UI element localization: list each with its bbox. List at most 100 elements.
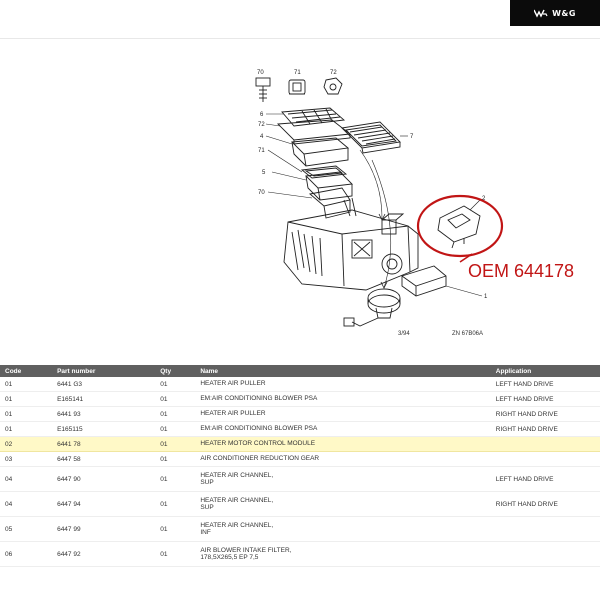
cell-qty: 01 <box>156 541 197 567</box>
exploded-parts-diagram: 70 71 72 6 72 4 71 5 70 7 2 1 <box>255 70 504 327</box>
cell-qty: 01 <box>156 516 197 542</box>
callout-70: 70 <box>258 190 265 196</box>
lower-housing-part <box>308 187 351 219</box>
cell-qty: 01 <box>156 377 197 392</box>
cell-code: 04 <box>0 466 54 492</box>
cell-application <box>491 436 600 452</box>
cell-application: RIGHT HAND DRIVE <box>491 406 600 422</box>
cell-code: 04 <box>0 491 54 517</box>
cell-application <box>491 541 600 567</box>
callout-4: 4 <box>260 134 264 140</box>
cell-application: RIGHT HAND DRIVE <box>491 421 600 437</box>
callout-7: 7 <box>410 134 414 140</box>
cell-application: LEFT HAND DRIVE <box>491 391 600 407</box>
blower-motor-part <box>343 288 401 327</box>
header-code[interactable]: Code <box>0 365 54 377</box>
cell-part-number: 6441 G3 <box>53 377 157 392</box>
diagram-date-code: 3/94 <box>398 331 410 337</box>
motor-control-module-part <box>437 205 481 249</box>
cell-code: 01 <box>0 406 54 422</box>
diagram-ref-code: ZN 67B06A <box>452 331 484 337</box>
cell-part-number: 6447 90 <box>53 466 157 492</box>
callout-71-top: 71 <box>294 70 301 76</box>
cell-part-number: E165115 <box>53 421 157 437</box>
heater-housing <box>283 197 419 291</box>
cell-application <box>491 516 600 542</box>
callout-2: 2 <box>482 196 486 202</box>
cell-name: HEATER AIR CHANNEL, SUP <box>196 491 492 517</box>
cell-application: RIGHT HAND DRIVE <box>491 491 600 517</box>
cell-part-number: E165141 <box>53 391 157 407</box>
cell-application: LEFT HAND DRIVE <box>491 466 600 492</box>
bolt-part <box>255 77 271 102</box>
clip-part <box>288 79 306 95</box>
callout-71: 71 <box>258 148 265 154</box>
callout-6: 6 <box>260 112 264 118</box>
header-name[interactable]: Name <box>196 365 492 377</box>
duct-part-top <box>291 137 350 167</box>
cell-name: HEATER AIR CHANNEL, SUP <box>196 466 492 492</box>
brand-name: W&G <box>552 8 576 18</box>
cell-part-number: 6447 92 <box>53 541 157 567</box>
cell-name: EM:AIR CONDITIONING BLOWER PSA <box>196 391 492 407</box>
cell-name: EM:AIR CONDITIONING BLOWER PSA <box>196 421 492 437</box>
cell-qty: 01 <box>156 436 197 452</box>
cell-name: HEATER MOTOR CONTROL MODULE <box>196 436 492 452</box>
top-bar: W&G <box>0 0 600 26</box>
cell-code: 05 <box>0 516 54 542</box>
parts-table: Code Part number Qty Name Application 01… <box>0 365 600 567</box>
brand-badge[interactable]: W&G <box>510 0 600 26</box>
nut-part <box>323 77 343 95</box>
table-header-row: Code Part number Qty Name Application <box>0 365 600 377</box>
highlight-pointer <box>459 253 473 263</box>
callout-70-top: 70 <box>257 70 264 76</box>
header-application[interactable]: Application <box>491 365 600 377</box>
cell-qty: 01 <box>156 406 197 422</box>
resistor-part <box>401 265 447 297</box>
cell-qty: 01 <box>156 491 197 517</box>
cell-part-number: 6441 93 <box>53 406 157 422</box>
cell-code: 01 <box>0 377 54 392</box>
cell-application: LEFT HAND DRIVE <box>491 377 600 392</box>
cell-code: 01 <box>0 391 54 407</box>
cell-part-number: 6441 78 <box>53 436 157 452</box>
cell-name: HEATER AIR PULLER <box>196 377 492 392</box>
oem-number-label: OEM 644178 <box>468 261 575 281</box>
cell-name: AIR BLOWER INTAKE FILTER, 178,5X265,5 EP… <box>196 541 492 567</box>
cell-part-number: 6447 58 <box>53 451 157 467</box>
callout-72: 72 <box>258 122 265 128</box>
cell-qty: 01 <box>156 391 197 407</box>
cell-name: HEATER AIR CHANNEL, INF <box>196 516 492 542</box>
cell-part-number: 6447 94 <box>53 491 157 517</box>
cell-name: HEATER AIR PULLER <box>196 406 492 422</box>
cell-part-number: 6447 99 <box>53 516 157 542</box>
cell-code: 06 <box>0 541 54 567</box>
highlight-circle <box>416 194 504 258</box>
callout-72-top: 72 <box>330 70 337 76</box>
cell-code: 02 <box>0 436 54 452</box>
leader-lines <box>265 113 483 297</box>
callout-1: 1 <box>484 294 488 300</box>
header-part-number[interactable]: Part number <box>53 365 157 377</box>
callout-5: 5 <box>262 170 266 176</box>
filter-grid-part <box>281 107 346 127</box>
brand-logo-icon <box>534 9 548 18</box>
cabin-filter-part <box>341 121 401 154</box>
cell-application <box>491 451 600 467</box>
cell-qty: 01 <box>156 451 197 467</box>
cell-qty: 01 <box>156 466 197 492</box>
header-qty[interactable]: Qty <box>156 365 197 377</box>
cell-code: 03 <box>0 451 54 467</box>
duct-part-bottom <box>305 171 353 201</box>
header-divider <box>0 38 600 39</box>
